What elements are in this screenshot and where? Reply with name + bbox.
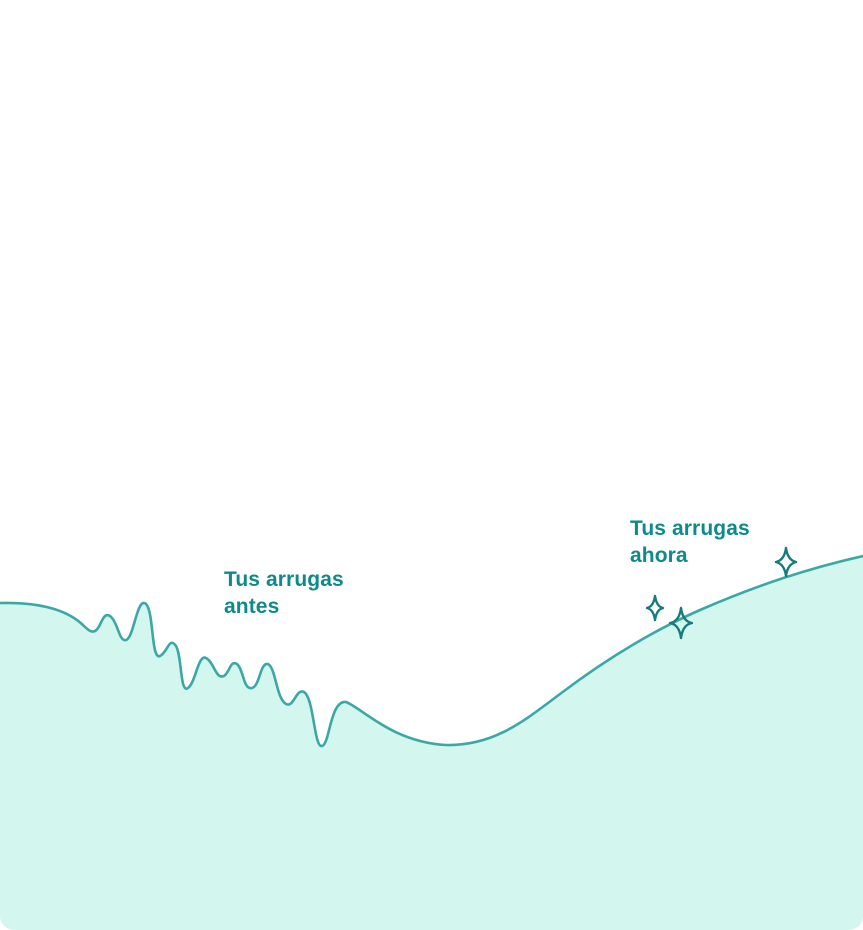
label-wrinkles-before: Tus arrugas antes xyxy=(224,566,344,620)
label-before-line2: antes xyxy=(224,595,280,618)
skin-line xyxy=(0,554,863,748)
skin-area xyxy=(0,556,863,930)
label-after-line2: ahora xyxy=(630,544,688,567)
label-after-line1: Tus arrugas xyxy=(630,517,750,540)
sparkle-icon xyxy=(774,546,798,578)
sparkle-icon xyxy=(668,606,694,640)
label-wrinkles-after: Tus arrugas ahora xyxy=(630,515,750,569)
label-before-line1: Tus arrugas xyxy=(224,568,344,591)
sparkle-icon xyxy=(645,594,665,622)
